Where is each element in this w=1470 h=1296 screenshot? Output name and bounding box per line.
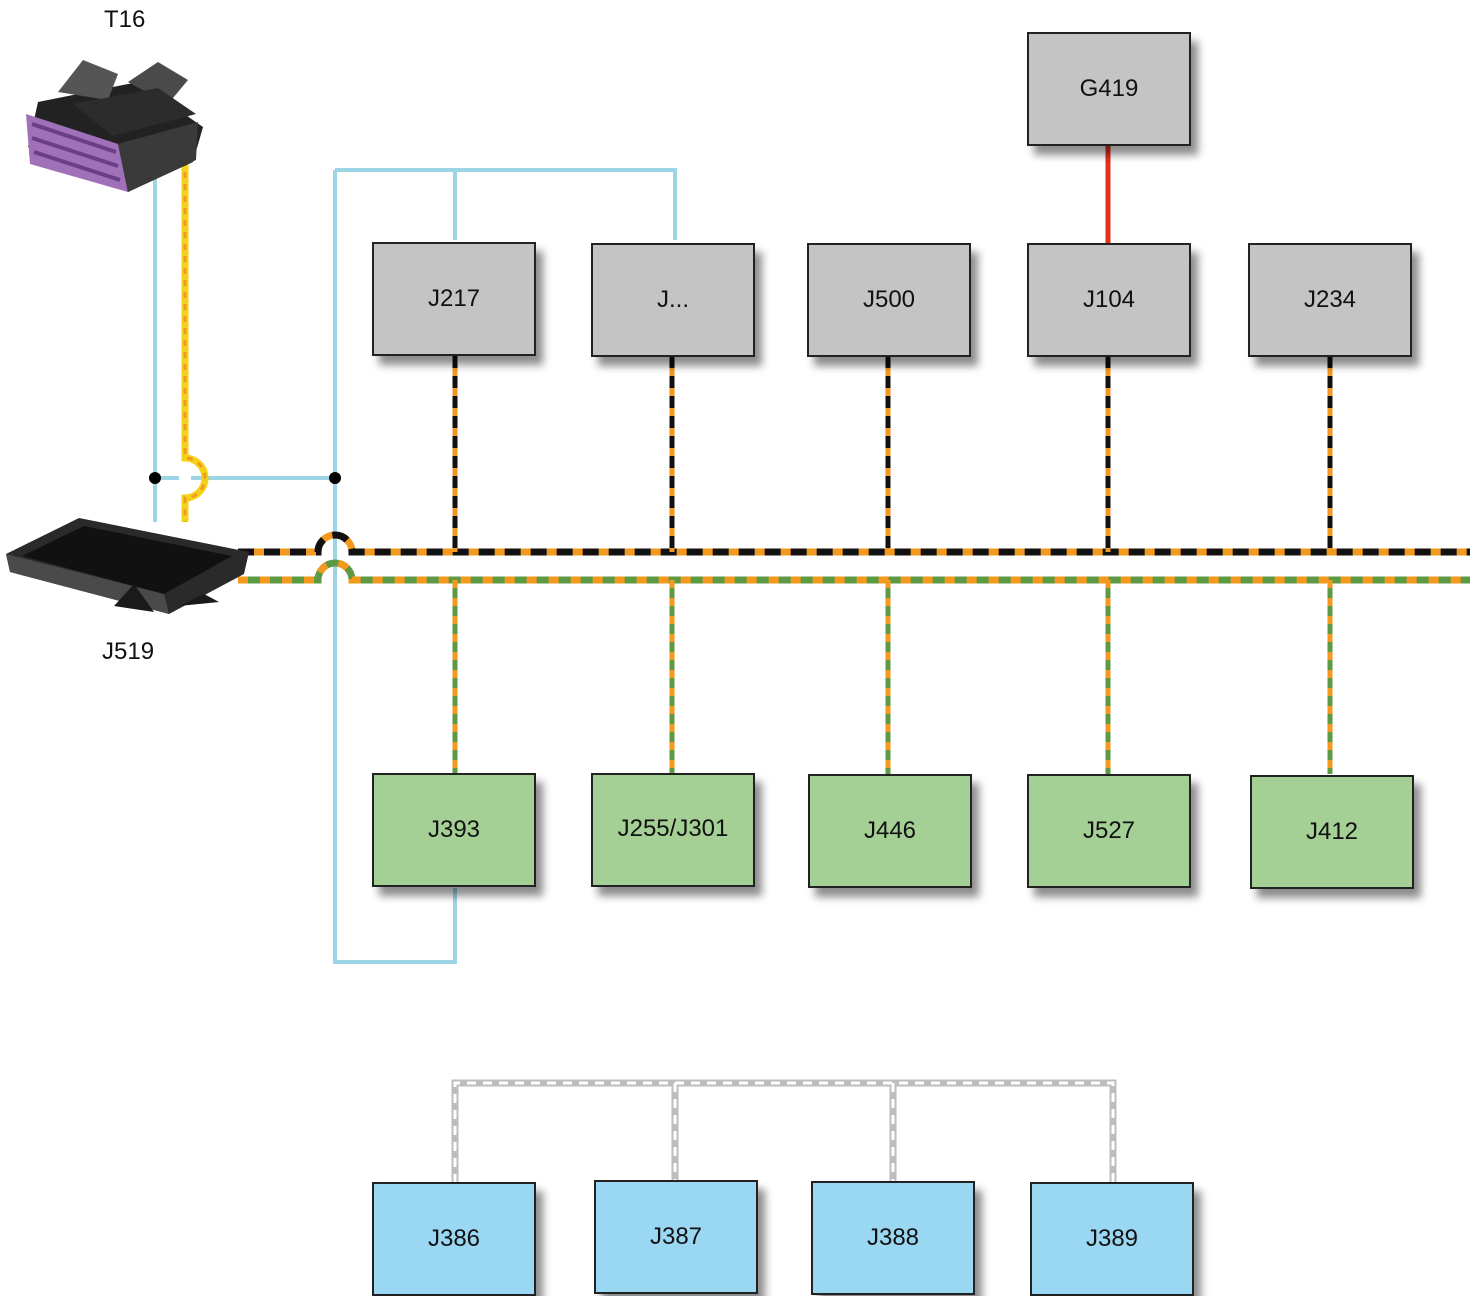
module-g419: G419 bbox=[1027, 32, 1191, 146]
module-sub-2: J387 bbox=[594, 1180, 758, 1294]
module-bottom-4: J527 bbox=[1027, 774, 1191, 888]
module-top-3: J500 bbox=[807, 243, 971, 357]
module-top-4: J104 bbox=[1027, 243, 1191, 357]
junction-dot bbox=[149, 472, 161, 484]
diag-connector-label: T16 bbox=[104, 6, 146, 33]
obd-connector-icon bbox=[26, 60, 203, 192]
sub-bus bbox=[451, 1079, 1117, 1183]
module-sub-1: J386 bbox=[372, 1182, 536, 1296]
control-unit-icon bbox=[6, 518, 249, 614]
module-bottom-2: J255/J301 bbox=[591, 773, 755, 887]
module-top-2: J... bbox=[591, 243, 755, 357]
module-sub-3: J388 bbox=[811, 1181, 975, 1295]
lower-bus bbox=[238, 559, 1470, 774]
module-top-5: J234 bbox=[1248, 243, 1412, 357]
module-top-1: J217 bbox=[372, 242, 536, 356]
upper-bus bbox=[238, 356, 1470, 556]
module-sub-4: J389 bbox=[1030, 1182, 1194, 1296]
module-bottom-5: J412 bbox=[1250, 775, 1414, 889]
junction-dot bbox=[329, 472, 341, 484]
diagnostic-line bbox=[181, 148, 209, 522]
module-bottom-3: J446 bbox=[808, 774, 972, 888]
gateway-label: J519 bbox=[102, 638, 155, 665]
module-bottom-1: J393 bbox=[372, 773, 536, 887]
